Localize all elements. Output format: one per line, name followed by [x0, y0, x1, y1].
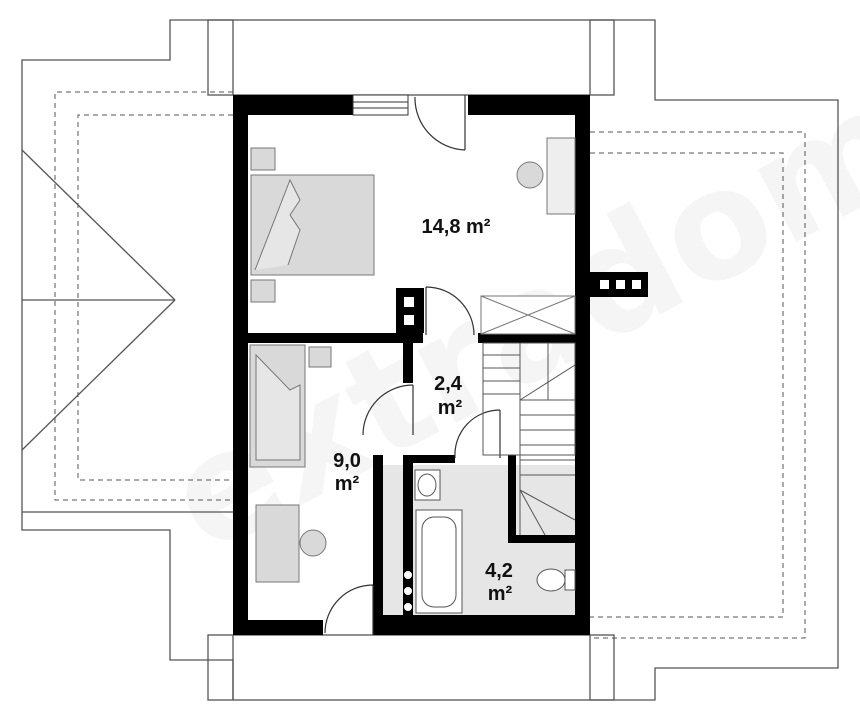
dashed-left-outer — [54, 91, 233, 501]
door-bedroom-hall — [425, 286, 475, 336]
room-area-bathroom: 4,2 — [485, 560, 513, 582]
vent-hole — [632, 280, 641, 289]
chimney-flue — [404, 315, 414, 325]
wall-bottom-left — [233, 620, 323, 635]
stair-winder — [519, 489, 546, 536]
desk — [546, 137, 576, 215]
door-bottom — [324, 584, 374, 635]
wall-bottom-right — [383, 615, 590, 635]
roof-outline-bottom — [207, 634, 615, 701]
wall-chimney — [396, 288, 424, 333]
wall-mid-horizontal — [233, 333, 403, 343]
room-area-bedroom-small-unit: m² — [335, 473, 360, 495]
toilet-tank — [564, 569, 576, 591]
room-area-bathroom-unit: m² — [488, 583, 513, 605]
wall-top-right — [468, 95, 590, 115]
nightstand-small — [308, 346, 332, 368]
roof-edge-left — [21, 19, 233, 513]
door-bathroom — [454, 409, 501, 459]
room-area-hall: 2,4 — [434, 373, 463, 395]
wall-mid-horizontal-r — [403, 333, 423, 343]
nightstand-bottom — [250, 279, 276, 303]
bathroom-fixtures — [414, 469, 576, 614]
wardrobe-cross — [480, 295, 576, 335]
wall-stair-left — [508, 455, 516, 540]
wall-bath-left — [373, 455, 383, 635]
vent-hole — [404, 571, 412, 579]
wall-hall-left-low — [403, 455, 413, 615]
furniture-bedroom-large — [250, 137, 576, 335]
roof-outline-top — [207, 19, 615, 96]
stair-winder — [519, 364, 576, 401]
vent-hole — [600, 280, 609, 289]
vent-hole — [616, 280, 625, 289]
dashed-right-outer — [590, 131, 806, 639]
vent-hole — [404, 587, 412, 595]
walls — [233, 95, 648, 635]
door-small-bedroom — [362, 384, 414, 436]
bed-blanket-fold — [254, 178, 301, 271]
nightstand-top — [250, 147, 276, 171]
window-frame — [352, 94, 409, 116]
desk-small — [255, 504, 300, 583]
wall-right — [575, 95, 590, 635]
dashed-right-inner — [590, 152, 784, 618]
wall-left — [233, 95, 248, 635]
bathtub-inner — [421, 516, 457, 608]
room-area-bedroom-small: 9,0 — [333, 450, 361, 472]
wall-hall-left — [403, 343, 413, 383]
stairs — [482, 342, 576, 536]
wall-stair-bottom — [508, 535, 575, 543]
room-area-bedroom-large: 14,8 m² — [422, 216, 491, 238]
stair-winder — [519, 489, 576, 521]
dashed-left-inner — [77, 114, 233, 481]
dashed-overhang — [54, 91, 806, 639]
roof-edge-right — [590, 19, 839, 701]
wall-bath-top — [413, 455, 455, 463]
stool-small — [299, 529, 327, 557]
roof-ridge-left — [21, 149, 176, 301]
door-bedroom-top — [414, 95, 466, 151]
roof-outline — [21, 19, 839, 701]
window-top — [352, 94, 409, 116]
sink-basin — [417, 473, 437, 497]
stair-outline — [482, 342, 576, 456]
wall-top-left — [233, 95, 353, 115]
chimney-flue — [404, 297, 414, 307]
doors — [324, 95, 501, 635]
roof-ridge-left-2 — [21, 299, 176, 451]
room-area-hall-unit: m² — [438, 397, 463, 419]
wall-stair-top-edge — [478, 333, 575, 343]
vent-hole — [404, 603, 412, 611]
toilet — [536, 568, 566, 592]
stool — [516, 161, 544, 189]
bed-blanket-fold — [255, 353, 301, 461]
furniture-bedroom-small — [249, 344, 332, 583]
chimney-flues — [404, 280, 641, 611]
